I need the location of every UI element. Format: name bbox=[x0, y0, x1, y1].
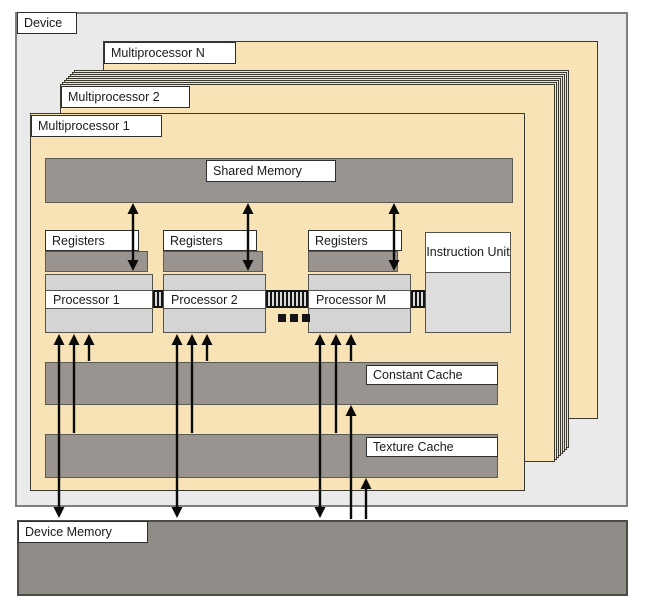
device-label: Device bbox=[17, 12, 77, 34]
registers-label-1: Registers bbox=[45, 230, 139, 251]
processor-1-label: Processor 1 bbox=[46, 290, 152, 309]
registers-label-3: Registers bbox=[308, 230, 402, 251]
ellipsis-dot bbox=[302, 314, 310, 322]
multiprocessor-2-label: Multiprocessor 2 bbox=[61, 86, 190, 108]
registers-bar-3 bbox=[308, 251, 398, 272]
processor-2-label: Processor 2 bbox=[164, 290, 265, 309]
ellipsis-dot bbox=[290, 314, 298, 322]
bus-connector-1 bbox=[153, 290, 163, 308]
device-memory-label: Device Memory bbox=[18, 521, 148, 543]
registers-bar-1 bbox=[45, 251, 148, 272]
processor-2-box: Processor 2 bbox=[163, 274, 266, 333]
processor-1-box: Processor 1 bbox=[45, 274, 153, 333]
constant-cache-label: Constant Cache bbox=[366, 365, 498, 385]
shared-memory-label: Shared Memory bbox=[206, 160, 336, 182]
instruction-unit-box: Instruction Unit bbox=[425, 232, 511, 333]
multiprocessor-n-label: Multiprocessor N bbox=[104, 42, 236, 64]
multiprocessor-1-sheet: Shared Memory Registers Registers Regist… bbox=[30, 113, 525, 491]
processor-m-box: Processor M bbox=[308, 274, 411, 333]
processor-m-label: Processor M bbox=[309, 290, 410, 309]
instruction-unit-label: Instruction Unit bbox=[426, 233, 510, 273]
ellipsis-dot bbox=[278, 314, 286, 322]
registers-label-2: Registers bbox=[163, 230, 257, 251]
ellipsis-dots bbox=[278, 314, 310, 322]
bus-connector-3 bbox=[411, 290, 425, 308]
registers-bar-2 bbox=[163, 251, 263, 272]
bus-connector-2 bbox=[266, 290, 308, 308]
multiprocessor-1-label: Multiprocessor 1 bbox=[31, 115, 162, 137]
texture-cache-label: Texture Cache bbox=[366, 437, 498, 457]
